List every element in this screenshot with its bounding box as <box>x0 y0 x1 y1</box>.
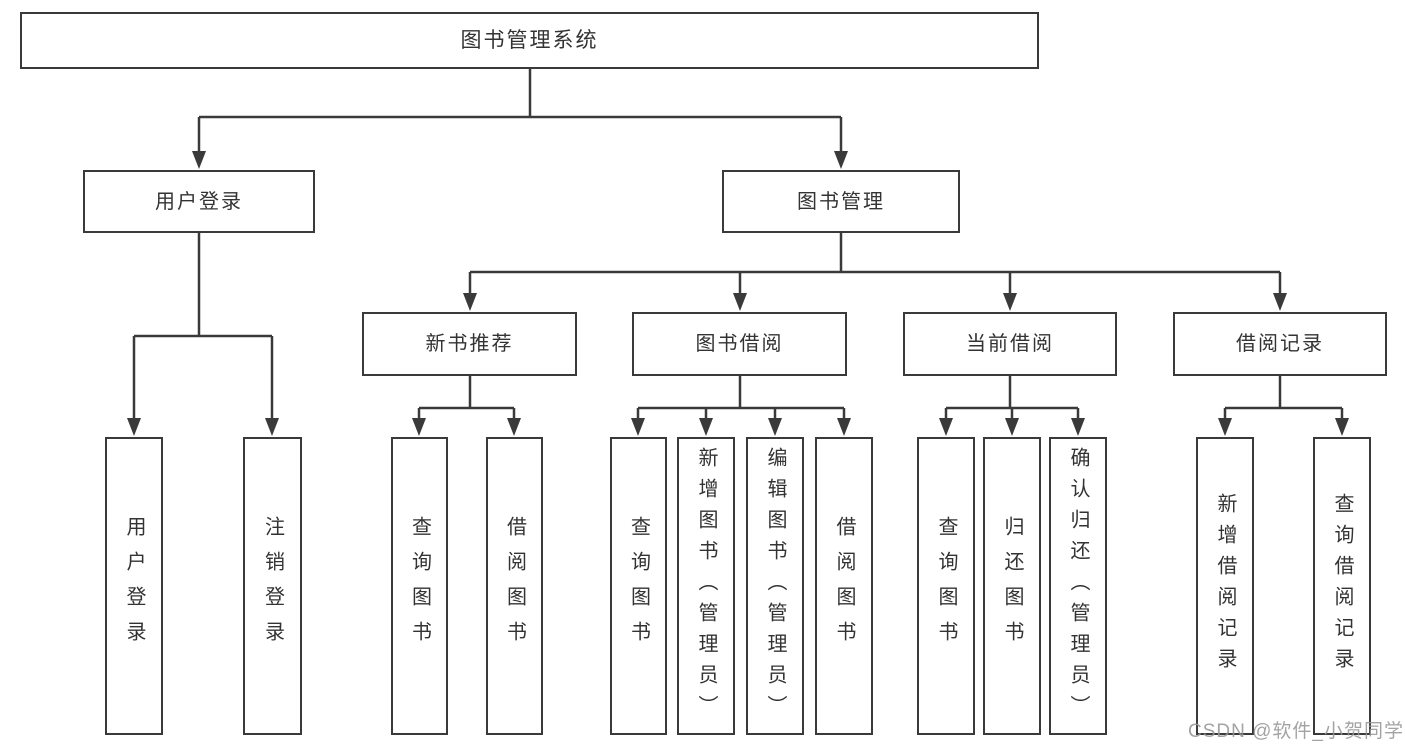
node-label: 用户登录 <box>155 190 243 213</box>
node-leaf-logout: 注销登录 <box>243 437 302 735</box>
node-leaf-borrow-books-1: 借阅图书 <box>486 437 543 735</box>
node-label: 借阅图书 <box>503 516 526 656</box>
node-label: 新增借阅记录 <box>1214 493 1236 679</box>
node-current-borrow: 当前借阅 <box>903 312 1117 376</box>
node-new-book-recommend: 新书推荐 <box>362 312 577 376</box>
node-label: 查询借阅记录 <box>1331 493 1353 679</box>
node-leaf-user-login: 用户登录 <box>105 437 163 735</box>
node-leaf-query-books-3: 查询图书 <box>917 437 975 735</box>
node-label: 注销登录 <box>261 516 284 656</box>
node-leaf-edit-book-admin: 编辑图书（管理员） <box>746 437 804 735</box>
arrowheads <box>127 151 1349 436</box>
node-label: 查询图书 <box>935 516 957 656</box>
node-user-login: 用户登录 <box>83 170 315 233</box>
node-leaf-query-books-2: 查询图书 <box>610 437 667 735</box>
node-label: 借阅图书 <box>833 516 855 656</box>
node-label: 当前借阅 <box>966 333 1054 355</box>
node-leaf-add-borrow-record: 新增借阅记录 <box>1196 437 1254 735</box>
node-book-management: 图书管理 <box>722 170 960 233</box>
node-label: 图书管理系统 <box>460 29 599 52</box>
node-leaf-return-books: 归还图书 <box>983 437 1041 735</box>
node-label: 确认归还（管理员） <box>1067 446 1089 726</box>
node-root-library-system: 图书管理系统 <box>20 12 1039 69</box>
node-borrow-records: 借阅记录 <box>1173 312 1387 376</box>
node-leaf-query-borrow-record: 查询借阅记录 <box>1313 437 1371 735</box>
watermark: CSDN @软件_小贺同学 <box>1188 721 1404 742</box>
node-label: 图书管理 <box>797 190 885 213</box>
node-label: 编辑图书（管理员） <box>764 446 786 726</box>
node-leaf-borrow-books-2: 借阅图书 <box>815 437 873 735</box>
node-label: 用户登录 <box>123 516 145 656</box>
node-label: 归还图书 <box>1001 516 1023 656</box>
node-book-borrow: 图书借阅 <box>632 312 847 376</box>
node-label: 查询图书 <box>627 516 650 656</box>
node-label: 新书推荐 <box>425 333 514 355</box>
node-label: 借阅记录 <box>1236 333 1324 355</box>
node-leaf-add-book-admin: 新增图书（管理员） <box>677 437 735 735</box>
node-leaf-confirm-return-admin: 确认归还（管理员） <box>1049 437 1107 735</box>
node-label: 查询图书 <box>408 516 431 656</box>
node-leaf-query-books-1: 查询图书 <box>391 437 448 735</box>
node-label: 图书借阅 <box>695 333 784 355</box>
node-label: 新增图书（管理员） <box>695 446 717 726</box>
